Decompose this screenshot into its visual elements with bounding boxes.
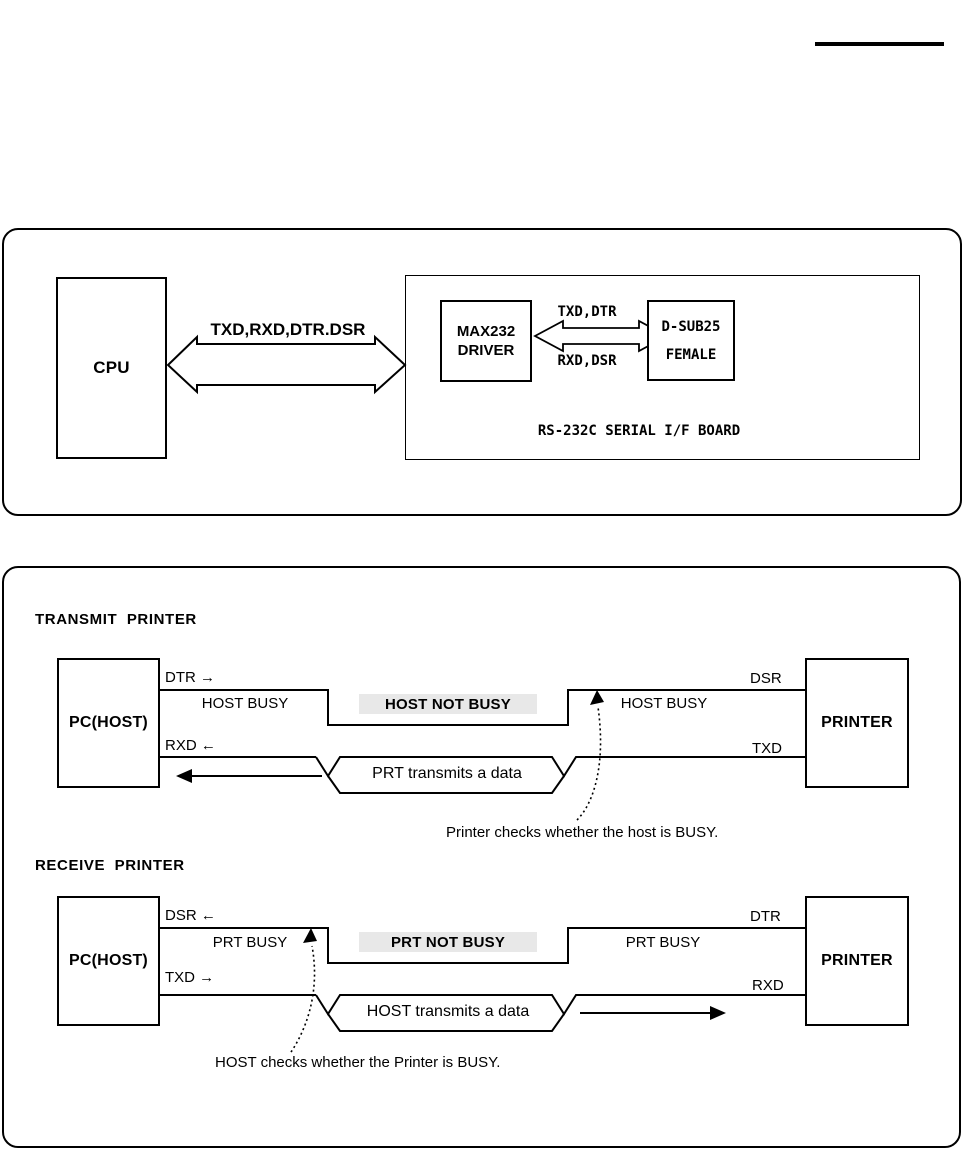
- cpu-board-bidirectional-arrow: [166, 334, 407, 395]
- transmit-caption: Printer checks whether the host is BUSY.: [446, 824, 719, 841]
- receive-data-burst-bottom: [327, 1013, 565, 1032]
- transmit-pc-host-box: PC(HOST): [57, 658, 160, 788]
- transmit-flow-arrowhead: [176, 769, 192, 783]
- receive-busy-line: [160, 927, 806, 964]
- receive-flow-arrowhead: [710, 1006, 726, 1020]
- transmit-data-burst-bottom: [327, 775, 565, 794]
- receive-sig1-right-label: DTR: [750, 908, 781, 925]
- receive-busy-left-label: PRT BUSY: [212, 934, 288, 951]
- transmit-check-pointer-curve: [576, 706, 602, 821]
- transmit-sig1-right-label: DSR: [750, 670, 782, 687]
- dsub25-label-line1: D-SUB25: [661, 318, 721, 335]
- transmit-not-busy-highlight: HOST NOT BUSY: [359, 694, 537, 714]
- transmit-pc-host-label: PC(HOST): [69, 714, 148, 731]
- receive-printer-label: PRINTER: [821, 952, 893, 969]
- dsub25-connector-box: D-SUB25 FEMALE: [647, 300, 735, 381]
- transmit-section-title: TRANSMIT PRINTER: [35, 611, 197, 628]
- transmit-sig2-label: RXD ←: [165, 737, 216, 754]
- transmit-burst-label: PRT transmits a data: [372, 765, 522, 782]
- transmit-printer-box: PRINTER: [805, 658, 909, 788]
- transmit-busy-left-label: HOST BUSY: [201, 695, 289, 712]
- receive-printer-box: PRINTER: [805, 896, 909, 1026]
- cpu-box: CPU: [56, 277, 167, 459]
- receive-caption: HOST checks whether the Printer is BUSY.: [215, 1054, 501, 1071]
- max232-label-line1: MAX232: [456, 323, 516, 340]
- transmit-busy-right-label: HOST BUSY: [620, 695, 708, 712]
- board-caption: RS-232C SERIAL I/F BOARD: [537, 423, 741, 439]
- max232-label-line2: DRIVER: [457, 342, 515, 359]
- receive-check-pointer-curve: [290, 945, 316, 1053]
- transmit-busy-line: [160, 689, 806, 726]
- pair-top-label: TXD,DTR: [557, 304, 617, 320]
- cpu-label: CPU: [93, 358, 130, 377]
- receive-busy-right-label: PRT BUSY: [625, 934, 701, 951]
- dsub25-label-line2: FEMALE: [665, 346, 717, 363]
- transmit-printer-label: PRINTER: [821, 714, 893, 731]
- receive-section-title: RECEIVE PRINTER: [35, 857, 185, 874]
- max232-driver-box: MAX232 DRIVER: [440, 300, 532, 382]
- receive-sig1-label: DSR ←: [165, 907, 216, 924]
- receive-burst-label: HOST transmits a data: [366, 1003, 530, 1020]
- transmit-sig2-right-label: TXD: [752, 740, 782, 757]
- receive-pc-host-label: PC(HOST): [69, 952, 148, 969]
- top-right-rule: [815, 42, 944, 46]
- bus-label: TXD,RXD,DTR.DSR: [210, 320, 366, 339]
- transmit-sig1-label: DTR →: [165, 669, 215, 686]
- receive-sig2-right-label: RXD: [752, 977, 784, 994]
- transmit-check-arrowhead: [590, 690, 604, 705]
- receive-check-arrowhead: [303, 928, 317, 943]
- receive-not-busy-highlight: PRT NOT BUSY: [359, 932, 537, 952]
- receive-pc-host-box: PC(HOST): [57, 896, 160, 1026]
- receive-sig2-label: TXD →: [165, 969, 215, 986]
- pair-bottom-label: RXD,DSR: [557, 353, 617, 369]
- timing-diagram-panel: [2, 566, 961, 1148]
